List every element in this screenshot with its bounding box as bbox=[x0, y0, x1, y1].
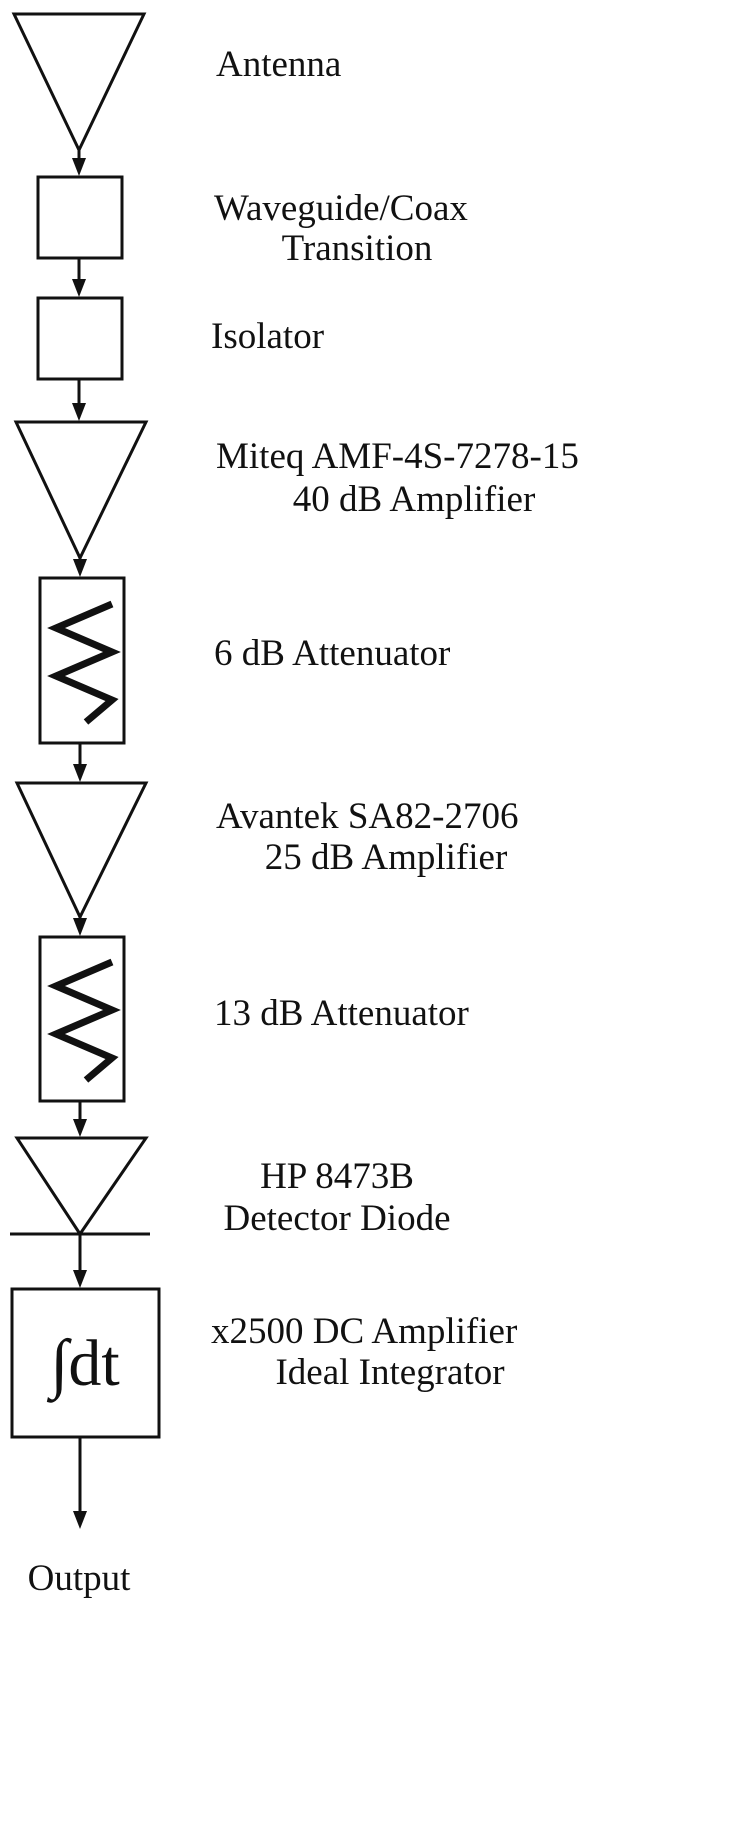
integrator-symbol: ∫dt bbox=[46, 1327, 119, 1403]
attenuator-2-block bbox=[38, 935, 126, 1103]
dc-amplifier-label-line1: x2500 DC Amplifier bbox=[211, 1311, 517, 1352]
attenuator-1-block bbox=[38, 576, 126, 745]
transition-label-line1: Waveguide/Coax bbox=[214, 188, 468, 229]
isolator-label: Isolator bbox=[211, 316, 324, 357]
connector-arrowhead bbox=[73, 1270, 87, 1288]
output-label: Output bbox=[28, 1558, 132, 1599]
detector-diode-symbol bbox=[14, 1136, 149, 1237]
transition-label-line2: Transition bbox=[282, 228, 433, 269]
connector-arrowhead bbox=[73, 918, 87, 936]
connector-arrowhead bbox=[72, 403, 86, 421]
output-arrowhead bbox=[73, 1511, 87, 1529]
amplifier-1-symbol bbox=[13, 420, 149, 562]
amplifier-1-label-line1: Miteq AMF-4S-7278-15 bbox=[216, 436, 579, 477]
transition-block bbox=[36, 175, 124, 260]
isolator-block bbox=[36, 296, 124, 381]
connector-arrowhead bbox=[73, 559, 87, 577]
detector-label-line2: Detector Diode bbox=[223, 1198, 450, 1239]
amplifier-2-label-line1: Avantek SA82-2706 bbox=[216, 796, 518, 837]
dc-amplifier-label-line2: Ideal Integrator bbox=[275, 1352, 504, 1393]
connector-arrowhead bbox=[72, 279, 86, 297]
detector-label-line1: HP 8473B bbox=[260, 1156, 414, 1197]
attenuator-1-zigzag bbox=[47, 600, 121, 725]
attenuator-1-label: 6 dB Attenuator bbox=[214, 633, 450, 674]
attenuator-2-label: 13 dB Attenuator bbox=[214, 993, 469, 1034]
amplifier-2-label-line2: 25 dB Amplifier bbox=[265, 837, 508, 878]
attenuator-2-zigzag bbox=[47, 958, 121, 1083]
antenna-symbol bbox=[11, 12, 147, 154]
connector-arrowhead bbox=[73, 764, 87, 782]
connector-arrowhead bbox=[72, 158, 86, 176]
antenna-label: Antenna bbox=[216, 44, 341, 85]
amplifier-1-label-line2: 40 dB Amplifier bbox=[293, 479, 536, 520]
amplifier-2-symbol bbox=[14, 781, 149, 921]
connector-arrowhead bbox=[73, 1119, 87, 1137]
dc-amplifier-integrator-block bbox=[10, 1287, 161, 1439]
